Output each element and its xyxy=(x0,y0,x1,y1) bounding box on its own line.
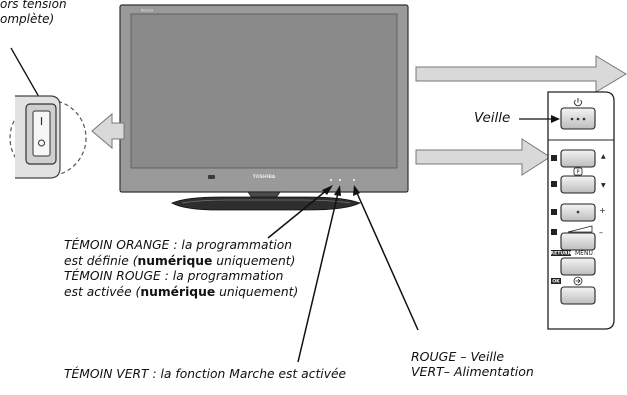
side-badge-3 xyxy=(551,209,557,215)
led-orange xyxy=(329,178,333,182)
program-badge-box xyxy=(573,167,583,176)
led-green xyxy=(352,178,356,182)
channel-up-icon: ▲ xyxy=(601,153,606,160)
program-badge: P xyxy=(576,170,579,176)
input-button[interactable] xyxy=(560,286,596,305)
tv-top-badge: REGZA xyxy=(141,9,154,13)
power-switch-caption: ors tension omplète) xyxy=(0,0,67,27)
side-badge-4 xyxy=(551,229,557,235)
volume-plus-sign: + xyxy=(599,206,606,215)
led-green-caption: VERT– Alimentation xyxy=(411,364,534,379)
power-switch-rocker[interactable] xyxy=(32,110,51,157)
volume-wedge-icon xyxy=(567,225,593,233)
orange-led-arrowhead xyxy=(322,185,333,195)
power-switch-caption-line2: omplète) xyxy=(0,12,55,26)
power-led-caption: ROUGE – Veille VERT– Alimentation xyxy=(411,349,534,379)
side-badge-2 xyxy=(551,181,557,187)
arrow-right-middle xyxy=(415,138,551,176)
green-led-caption: TÉMOIN VERT : la fonction Marche est act… xyxy=(64,367,347,381)
arrow-right-top xyxy=(415,55,627,93)
tv-brand-logo: TOSHIBA xyxy=(253,174,276,180)
led-red-caption: ROUGE – Veille xyxy=(411,349,505,364)
input-source-icon xyxy=(573,276,583,286)
led-status-caption: TÉMOIN ORANGE : la programmation est déf… xyxy=(64,238,298,300)
channel-down-icon: ▼ xyxy=(601,182,606,189)
return-label: RETURN xyxy=(551,251,572,257)
red-line-1: TÉMOIN ROUGE : la programmation xyxy=(64,269,284,283)
standby-pointer-arrowhead xyxy=(551,115,560,123)
green-led-arrowhead xyxy=(334,185,341,196)
tv-set: REGZA TOSHIBA xyxy=(119,4,409,211)
power-switch-caption-line1: ors tension xyxy=(0,0,67,11)
channel-down-button[interactable] xyxy=(560,175,596,194)
ok-label: OK xyxy=(552,279,560,285)
green-led-pointer xyxy=(297,192,339,363)
orange-line-2: est définie (numérique uniquement) xyxy=(64,253,296,268)
menu-button[interactable] xyxy=(560,257,596,276)
tv-stand xyxy=(171,196,362,211)
orange-line-1: TÉMOIN ORANGE : la programmation xyxy=(64,238,293,252)
arrow-left-switch xyxy=(91,112,125,150)
orange-led-pointer xyxy=(267,189,328,239)
return-badge-box xyxy=(551,250,571,256)
channel-up-button[interactable] xyxy=(560,149,596,168)
side-badge-1 xyxy=(551,155,557,161)
tv-sensor xyxy=(208,175,215,179)
ok-badge-box xyxy=(551,278,561,284)
side-control-panel: ▲ P ▼ + – RETURN MENU OK xyxy=(547,91,615,330)
red-line-2: est activée (numérique uniquement) xyxy=(64,284,299,299)
menu-label: MENU xyxy=(575,250,593,257)
standby-caption: Veille xyxy=(474,110,511,126)
red-green-led-arrowhead xyxy=(353,185,360,196)
power-switch-detail xyxy=(9,47,87,179)
red-green-led-pointer xyxy=(356,192,419,331)
switch-pointer-line xyxy=(10,47,44,105)
volume-minus-sign: – xyxy=(599,228,603,237)
switch-off-mark xyxy=(38,139,45,147)
tv-screen xyxy=(130,13,398,169)
led-red xyxy=(338,178,342,182)
power-icon xyxy=(574,98,582,107)
volume-down-button[interactable] xyxy=(560,232,596,251)
